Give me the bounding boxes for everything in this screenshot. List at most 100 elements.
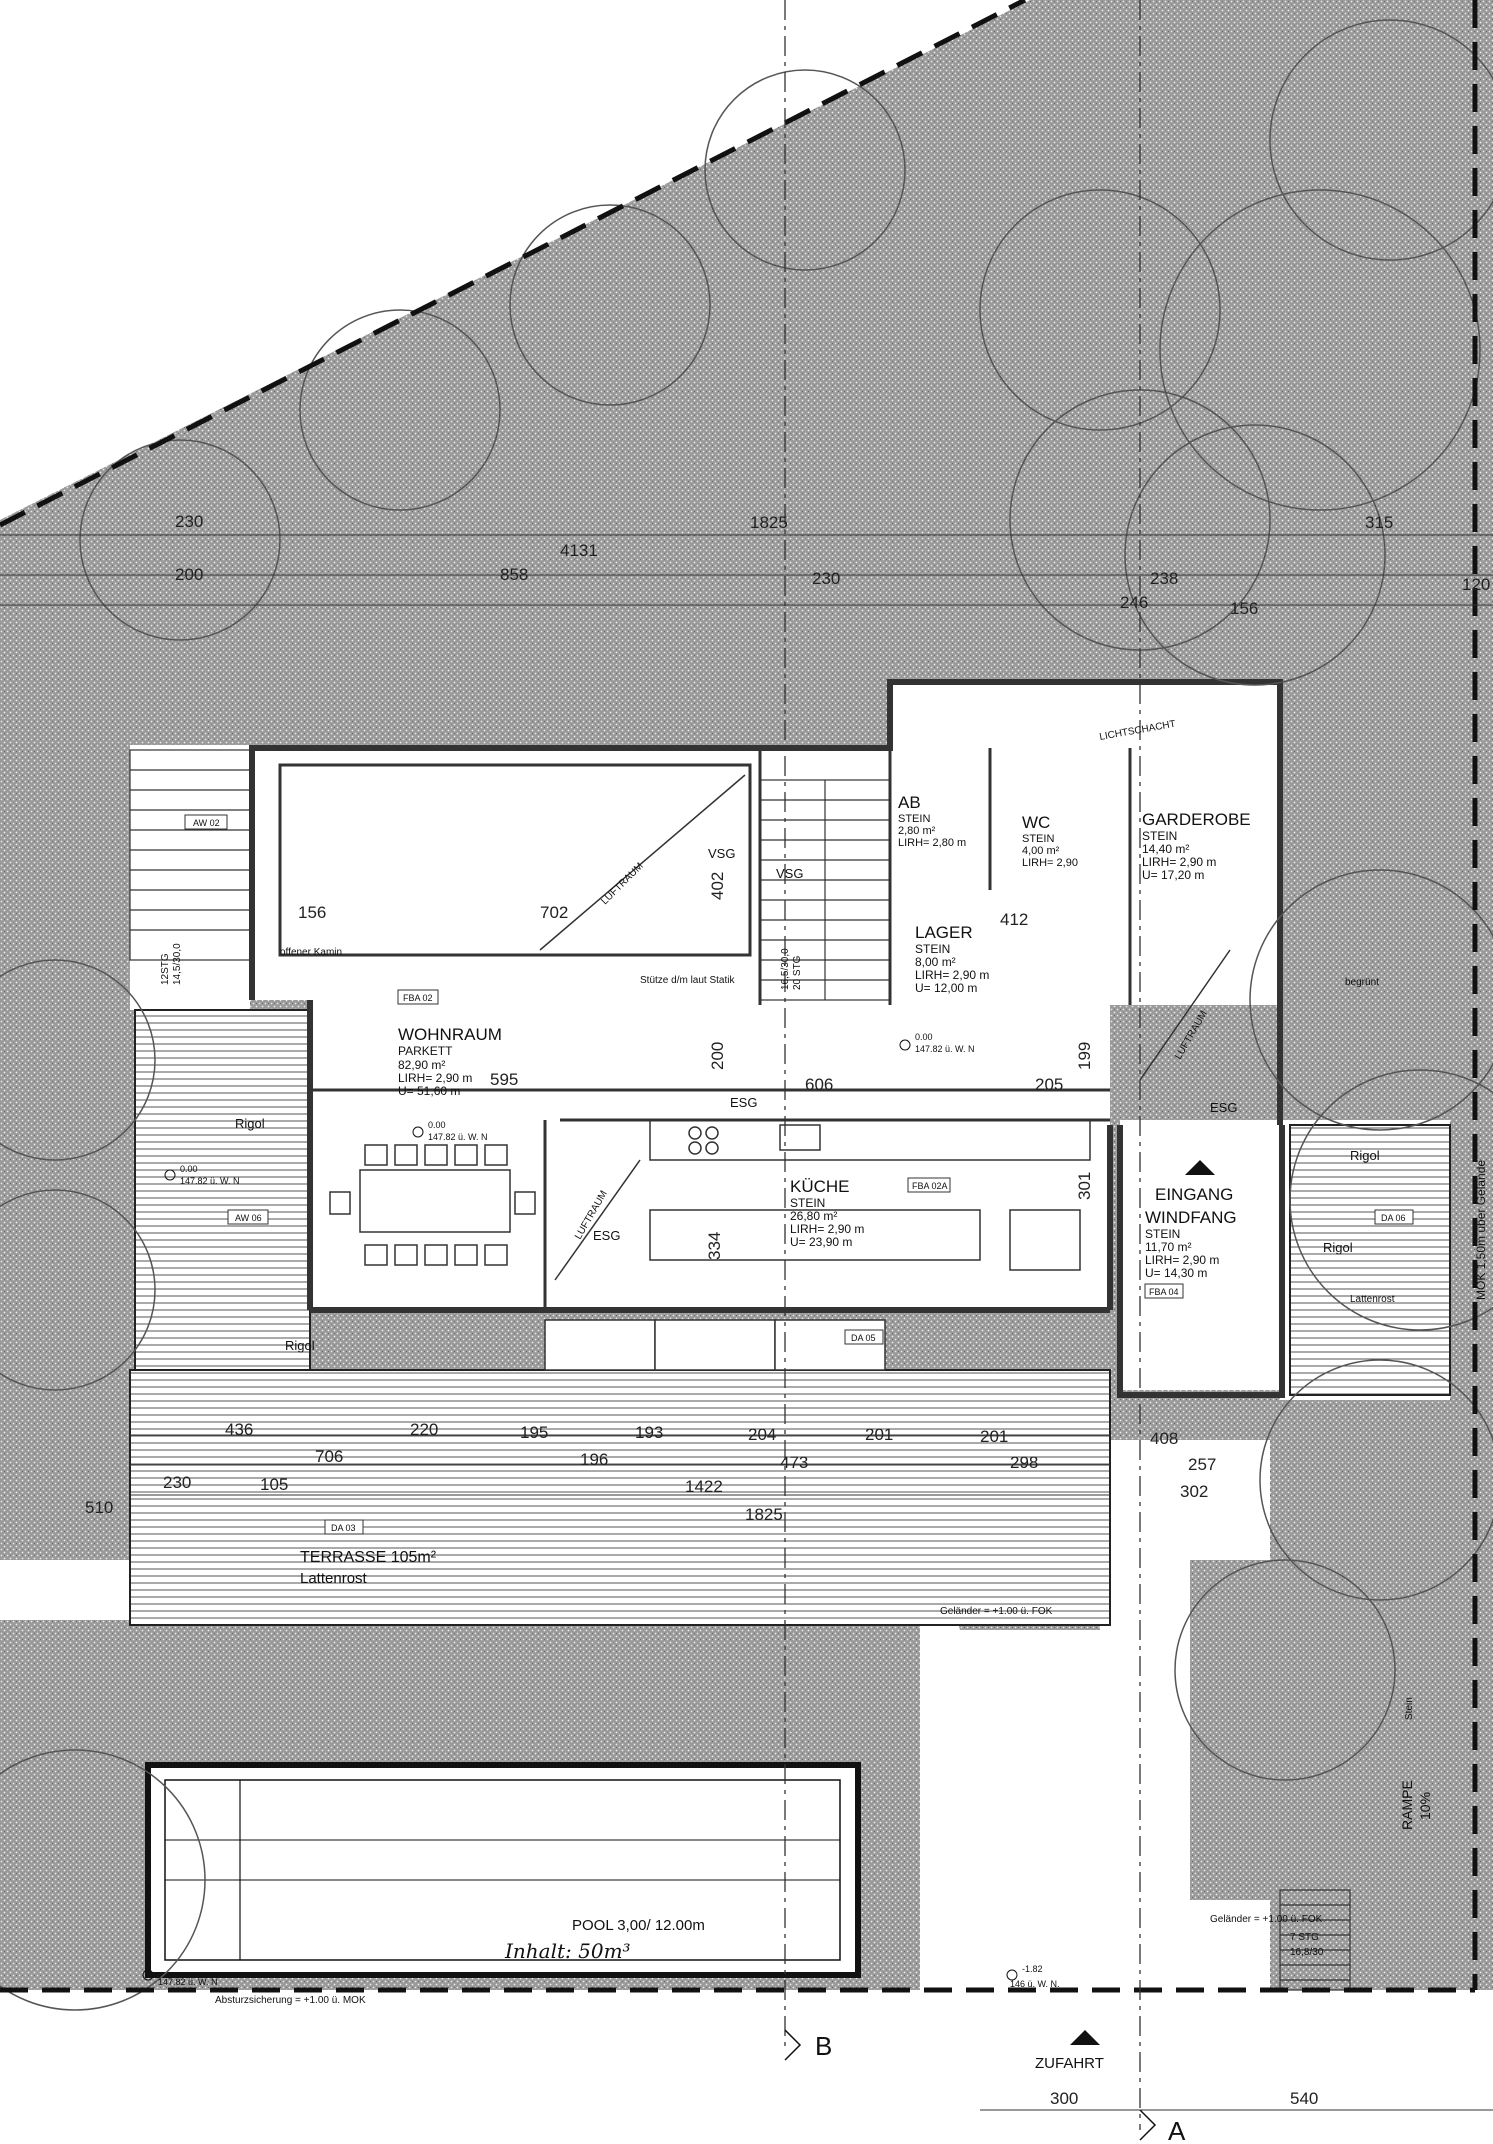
- luftraum-lines: [539, 774, 1231, 1281]
- section-markers: [784, 2029, 1157, 2141]
- level-value: 0.00: [915, 1032, 933, 1042]
- glass-esg-2: ESG: [593, 1228, 620, 1243]
- ramp-label: RAMPE: [1399, 1780, 1415, 1830]
- drain-label-1: Rigol: [235, 1116, 265, 1131]
- dim-302: 302: [1180, 1482, 1208, 1501]
- tag-fba02a: FBA 02A: [912, 1181, 948, 1191]
- dim-201: 201: [865, 1425, 893, 1444]
- railing-note: Geländer = +1.00 ü. FOK: [940, 1606, 1053, 1617]
- level-markers: 0.00 147.82 ü. W. N 0.00 147.82 ü. W. N …: [142, 1032, 1060, 1989]
- tag-da06: DA 06: [1381, 1213, 1406, 1223]
- dim-298: 298: [1010, 1453, 1038, 1472]
- dim-201b: 201: [980, 1427, 1008, 1446]
- dim-196: 196: [580, 1450, 608, 1469]
- room-floor: STEIN: [898, 813, 930, 825]
- room-floor: PARKETT: [398, 1044, 453, 1058]
- dim-4131: 4131: [560, 541, 598, 560]
- stair-mid-dim: 16,5/30,0: [780, 948, 791, 990]
- dim-200-mid: 200: [708, 1042, 727, 1070]
- tag-da05: DA 05: [851, 1333, 876, 1343]
- dim-1825-bottom: 1825: [745, 1505, 783, 1524]
- room-kueche: KÜCHE STEIN 26,80 m² LIRH= 2,90 m U= 23,…: [790, 1177, 864, 1249]
- dim-412: 412: [1000, 910, 1028, 929]
- dim-156-top: 156: [1230, 599, 1258, 618]
- dimension-text: 1825 230 200 858 4131 230 238 246 156 31…: [85, 512, 1490, 2108]
- dim-300: 300: [1050, 2089, 1078, 2108]
- dim-230: 230: [175, 512, 203, 531]
- room-lirh: LIRH= 2,80 m: [898, 837, 966, 849]
- fireplace-label: offener Kamin: [280, 947, 342, 958]
- house-walls: [249, 679, 1285, 1398]
- room-name: WOHNRAUM: [398, 1025, 502, 1044]
- room-lirh: LIRH= 2,90 m: [1142, 855, 1216, 869]
- room-lirh: LIRH= 2,90 m: [915, 968, 989, 982]
- dim-230b: 230: [812, 569, 840, 588]
- railing-note-2: Geländer = +1.00 ü. FOK: [1210, 1914, 1323, 1925]
- drain-label-2: Rigol: [285, 1338, 315, 1353]
- dim-246: 246: [1120, 593, 1148, 612]
- dim-238: 238: [1150, 569, 1178, 588]
- dim-315: 315: [1365, 513, 1393, 532]
- glass-esg-3: ESG: [1210, 1100, 1237, 1115]
- room-garderobe: GARDEROBE STEIN 14,40 m² LIRH= 2,90 m U=…: [1142, 810, 1251, 882]
- room-name: TERRASSE 105m²: [300, 1549, 437, 1566]
- room-lirh: LIRH= 2,90 m: [1145, 1253, 1219, 1267]
- tag-fba02: FBA 02: [403, 993, 433, 1003]
- dim-402: 402: [708, 872, 727, 900]
- section-b-label: B: [815, 2031, 832, 2061]
- mok-note: MOK 1,50m über Gelände: [1474, 1160, 1488, 1300]
- drain-label-4: Rigol: [1323, 1240, 1353, 1255]
- green-roof-label: begrünt: [1345, 977, 1379, 988]
- dim-706: 706: [315, 1447, 343, 1466]
- room-floor: STEIN: [1022, 833, 1054, 845]
- stair-left-label: 12STG: [160, 953, 171, 985]
- dim-595: 595: [490, 1070, 518, 1089]
- dim-1825: 1825: [750, 513, 788, 532]
- stair-left-dim: 14,5/30,0: [172, 943, 183, 985]
- room-floor: STEIN: [1142, 829, 1177, 843]
- dim-540: 540: [1290, 2089, 1318, 2108]
- tag-da03: DA 03: [331, 1523, 356, 1533]
- room-lirh: LIRH= 2,90 m: [398, 1071, 472, 1085]
- room-name: WINDFANG: [1145, 1208, 1237, 1227]
- drain-label-3: Rigol: [1350, 1148, 1380, 1163]
- glass-esg-1: ESG: [730, 1095, 757, 1110]
- driveway-label: ZUFAHRT: [1035, 2055, 1104, 2072]
- terrace-decking: [129, 1369, 1111, 1626]
- terrace-label: TERRASSE 105m² Lattenrost: [300, 1549, 437, 1587]
- kitchen-island: [649, 1119, 1091, 1271]
- room-perimeter: U= 17,20 m: [1142, 868, 1204, 882]
- dim-436: 436: [225, 1420, 253, 1439]
- dim-105: 105: [260, 1475, 288, 1494]
- dim-195: 195: [520, 1423, 548, 1442]
- driveway-arrow: [1070, 2030, 1100, 2045]
- dim-408: 408: [1150, 1429, 1178, 1448]
- section-a-label: A: [1168, 2116, 1186, 2144]
- level-value-2: 0.00: [428, 1120, 446, 1130]
- room-floor: STEIN: [790, 1196, 825, 1210]
- dim-1422: 1422: [685, 1477, 723, 1496]
- pool: [145, 1762, 861, 1978]
- terrace-west-decking: [134, 1009, 311, 1371]
- room-name: LAGER: [915, 923, 973, 942]
- fall-protection-note: Absturzsicherung = +1.00 ü. MOK: [215, 1995, 366, 2006]
- room-floor: Lattenrost: [300, 1570, 368, 1587]
- gate-level: -1.82: [1022, 1964, 1043, 1974]
- room-lirh: LIRH= 2,90 m: [790, 1222, 864, 1236]
- dim-193: 193: [635, 1423, 663, 1442]
- room-area: 4,00 m²: [1022, 845, 1060, 857]
- room-name: KÜCHE: [790, 1177, 850, 1196]
- level-value-ref-3: 147.82 ü. W. N: [180, 1176, 240, 1186]
- level-value-3: 0.00: [180, 1164, 198, 1174]
- house-footprint: [130, 680, 1450, 1400]
- pool-level: 147.82 ü. W. N: [158, 1977, 218, 1987]
- dim-473: 473: [780, 1453, 808, 1472]
- terrace-east-decking: [1289, 1124, 1451, 1396]
- wall-tags: AW 02 AW 06 FBA 02 FBA 02A FBA 04 DA 03 …: [184, 814, 1414, 1535]
- room-name: WC: [1022, 813, 1050, 832]
- room-windfang: EINGANG WINDFANG STEIN 11,70 m² LIRH= 2,…: [1145, 1185, 1237, 1280]
- dim-156: 156: [298, 903, 326, 922]
- gate-level-ref: 146 ü. W. N.: [1010, 1979, 1060, 1989]
- stair-right-label: 7 STG: [1290, 1932, 1319, 1943]
- room-perimeter: U= 12,00 m: [915, 981, 977, 995]
